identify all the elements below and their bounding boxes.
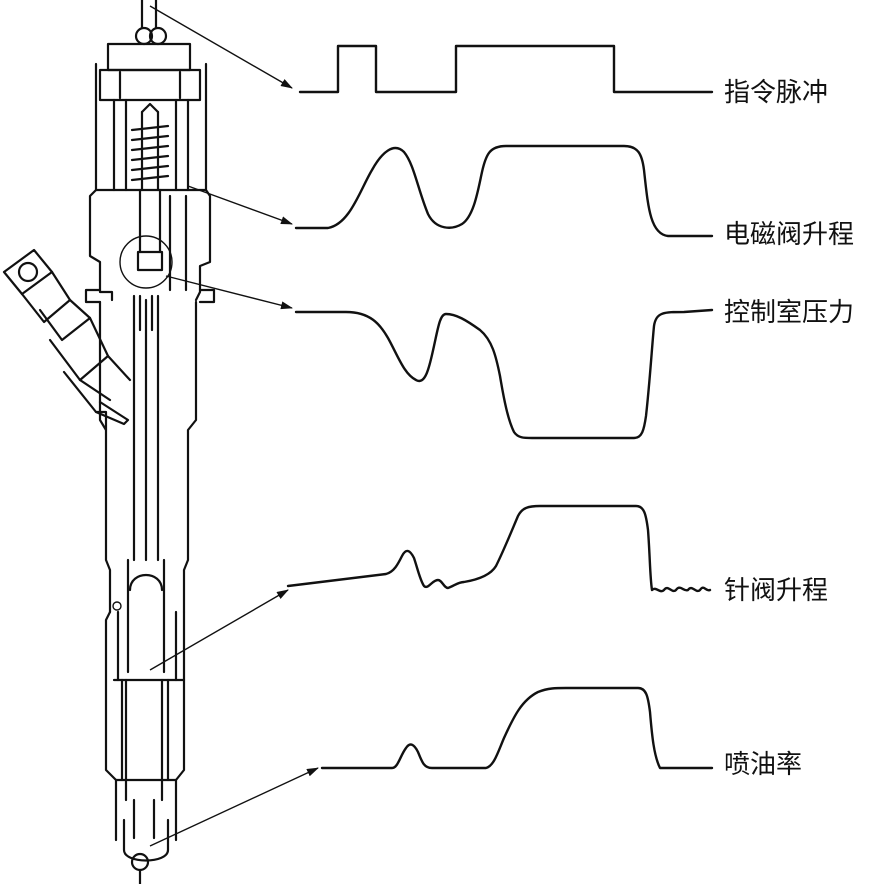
waveform-chamber-pressure [294, 308, 714, 440]
pointer-arrows [149, 5, 319, 847]
waveform-needle-lift [286, 504, 712, 593]
arrow-injection-rate [149, 767, 319, 847]
label-needle-lift: 针阀升程 [724, 576, 829, 606]
label-solenoid-lift: 电磁阀升程 [724, 220, 855, 250]
arrow-solenoid-lift [187, 185, 293, 225]
waveform-injection-rate [320, 686, 714, 770]
arrow-needle-lift [149, 589, 289, 671]
arrow-chamber-pressure [165, 275, 293, 310]
arrow-command-pulse [149, 5, 293, 89]
label-injection-rate: 喷油率 [724, 750, 803, 780]
label-chamber-pressure: 控制室压力 [724, 298, 855, 328]
waveform-command-pulse [298, 44, 714, 94]
waveform-solenoid-lift [294, 144, 714, 238]
label-command-pulse: 指令脉冲 [724, 78, 829, 108]
injector-body [2, 0, 216, 884]
